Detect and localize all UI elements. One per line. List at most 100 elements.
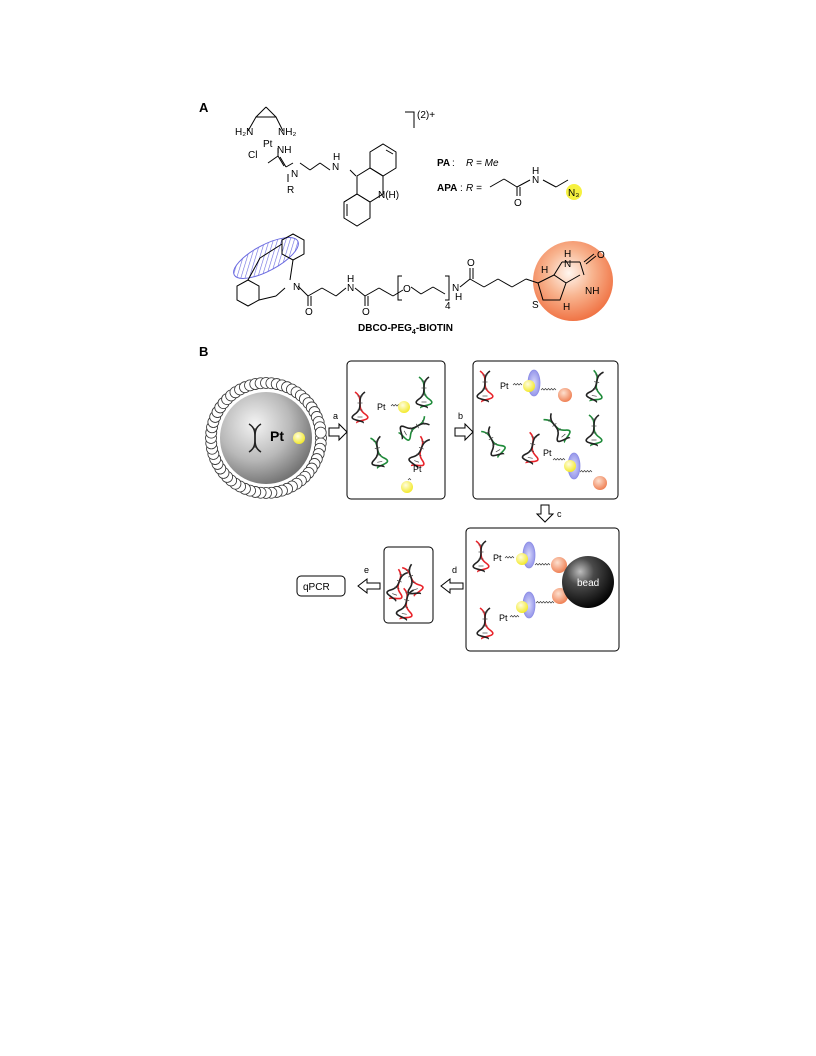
yellow-azide-ball (523, 380, 535, 392)
biotin-ball (593, 476, 607, 490)
biotin-h-top: H (564, 249, 571, 260)
linker (534, 563, 551, 566)
biotin-h-bottom: H (563, 302, 570, 313)
dbco-o2: O (362, 307, 370, 318)
biotin-ball (558, 388, 572, 402)
pt-adduct-label: Pt (413, 464, 422, 474)
box-released-dna (346, 360, 446, 500)
linker (504, 556, 515, 559)
dna-duplex-adduct (476, 607, 494, 640)
dbco-peg-sub: 4 (445, 301, 451, 312)
atom-r: R (287, 185, 294, 196)
biotin-nh-right: NH (585, 286, 599, 297)
step-a-label: a (333, 411, 338, 421)
atom-cl: Cl (248, 150, 257, 161)
biotin-o-urea: O (597, 250, 605, 261)
yellow-azide-ball (293, 432, 305, 444)
dna-duplex-green (370, 435, 389, 470)
dna-in-particle (248, 423, 262, 453)
bead-label: bead (577, 578, 599, 589)
step-d-label: d (452, 565, 457, 575)
charge-bracket (405, 111, 415, 128)
apa-substituent (489, 178, 569, 196)
micelle-lipid (314, 426, 327, 439)
biotin-h-left: H (541, 265, 548, 276)
arrow-d: d (440, 565, 464, 595)
box-bead-pulldown (465, 527, 620, 652)
dbco-o3: O (467, 258, 475, 269)
pt-adduct-label: Pt (499, 613, 508, 623)
atom-n-amidine: N (291, 169, 298, 180)
dna-duplex-green (481, 426, 506, 459)
dna-duplex-green (543, 413, 571, 443)
pa-name: PA (437, 158, 450, 169)
apa-colon: : (460, 183, 463, 194)
box-eluted-dna (383, 546, 434, 624)
apa-o: O (514, 198, 522, 209)
pt-adduct-label: Pt (377, 402, 386, 412)
step-b-label: b (458, 411, 463, 421)
dna-duplex-adduct (472, 540, 490, 573)
dna-duplex-eluted (395, 587, 414, 622)
dbco-peg-o: O (403, 284, 411, 295)
dna-duplex-adduct (521, 431, 540, 466)
panel-b-label: B (199, 344, 208, 359)
arrow-b: b (454, 411, 474, 442)
dna-duplex-green (415, 376, 433, 409)
dbco-o1: O (305, 307, 313, 318)
linker (540, 388, 557, 391)
dbco-n3: N (452, 283, 459, 294)
yellow-azide-ball (516, 601, 528, 613)
magnetic-bead (562, 556, 614, 608)
dna-duplex-adduct (408, 435, 431, 469)
dna-duplex-adduct (351, 391, 369, 424)
pt-adduct-label: Pt (493, 553, 502, 563)
apa-name: APA (437, 183, 457, 194)
pa-definition: R = Me (466, 158, 499, 169)
platinum-acridine-structure (247, 106, 397, 227)
qpcr-label: qPCR (303, 582, 330, 593)
linker (390, 404, 401, 407)
atom-nh-imine: NH (277, 145, 291, 156)
dbco-h-n3: H (455, 292, 462, 303)
dna-duplex-adduct (476, 370, 494, 403)
atom-n-amine: N (332, 162, 339, 173)
linker (552, 458, 566, 461)
linker (509, 615, 520, 618)
dna-duplex-green (397, 416, 430, 441)
apa-n: N (532, 175, 539, 186)
apa-n3: N₃ (568, 188, 579, 199)
arrow-a: a (328, 411, 348, 442)
qpcr-box (296, 575, 346, 597)
dna-duplex-green (585, 369, 604, 404)
apa-h: H (532, 166, 539, 177)
yellow-azide-ball (564, 460, 576, 472)
arrow-c: c (535, 504, 562, 523)
dna-duplex-eluted (386, 568, 409, 602)
linker (512, 383, 523, 386)
dbco-h-n2: H (347, 274, 354, 285)
apa-definition: R = (466, 183, 482, 194)
box-clicked-dna (472, 360, 619, 500)
yellow-azide-ball (516, 553, 528, 565)
atom-h-amine: H (333, 152, 340, 163)
biotin-structure (525, 253, 597, 301)
linker (535, 601, 555, 604)
atom-pt: Pt (263, 139, 273, 150)
yellow-azide-ball (398, 401, 410, 413)
arrow-e: e (357, 565, 381, 595)
compound-name: DBCO-PEG4-BIOTIN (358, 323, 453, 336)
gray-nanoparticle (220, 392, 312, 484)
dbco-n1: N (293, 282, 300, 293)
dbco-n2: N (347, 283, 354, 294)
micelle: Pt (205, 377, 327, 499)
atom-h2n: H₂N (235, 127, 253, 138)
pt-adduct-label: Pt (543, 448, 552, 458)
dbco-structure (233, 233, 527, 307)
azide-highlight (566, 184, 582, 200)
biotin-n-top: N (564, 259, 571, 270)
charge-label: (2)+ (417, 110, 435, 121)
linker (407, 478, 412, 481)
biotin-s: S (532, 300, 539, 311)
